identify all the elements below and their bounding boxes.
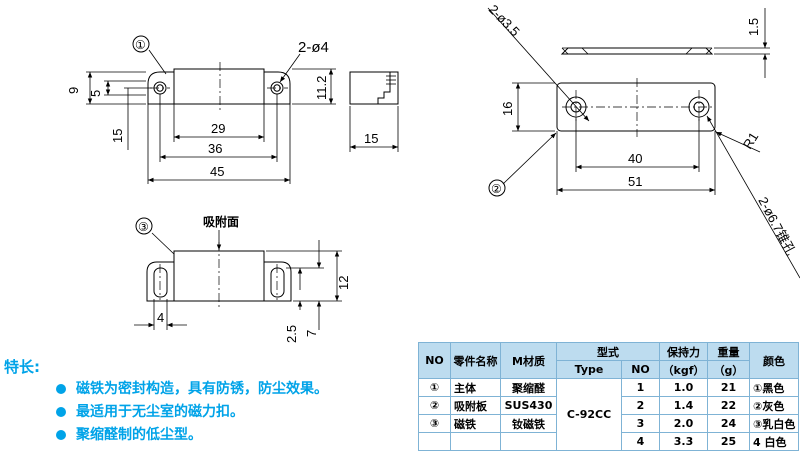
header-kgf: （kgf）: [659, 360, 708, 379]
header-holding-force: 保持力: [659, 342, 708, 361]
features-list: 磁铁为密封构造，具有防锈，防尘效果。 最适用于无尘室的磁力扣。 聚缩醛制的低尘型…: [56, 378, 328, 447]
cell-weight: 22: [707, 396, 750, 415]
label-2-holes-3-5: 2-ø3.5: [486, 2, 523, 39]
table-row: 4 3.3 25 4 白色: [418, 432, 799, 451]
dim-4: 4: [157, 310, 164, 325]
plate-labels: 2-ø3.5 1.5 16 40 51 R1 2-ø6.7锥孔 ②: [486, 2, 799, 258]
label-adhesion-face: 吸附面: [203, 214, 239, 229]
cell-color: ②灰色: [749, 396, 799, 415]
cell-no2: 1: [621, 378, 660, 397]
cell-no2: 4: [621, 432, 660, 451]
bullet-icon: [56, 430, 66, 440]
marker-circle-1: [132, 35, 150, 53]
feature-item: 聚缩醛制的低尘型。: [56, 424, 328, 447]
cell-no2: 3: [621, 414, 660, 433]
cell-type: C-92CC: [556, 378, 622, 451]
main-body-side-view: [349, 71, 399, 105]
bullet-icon: [56, 384, 66, 394]
feature-text: 最适用于无尘室的磁力扣。: [76, 404, 244, 420]
header-material: M材质: [500, 342, 557, 379]
feature-item: 最适用于无尘室的磁力扣。: [56, 401, 328, 424]
header-weight: 重量: [707, 342, 750, 361]
dim-16: 16: [500, 102, 515, 116]
header-model: 型式: [556, 342, 660, 361]
cell-weight: 25: [707, 432, 750, 451]
features-title: 特长:: [4, 358, 40, 376]
dim-11-2: 11.2: [314, 76, 329, 100]
marker-1: ①: [135, 38, 146, 52]
feature-item: 磁铁为密封构造，具有防锈，防尘效果。: [56, 378, 328, 401]
cell-material: SUS430: [500, 396, 557, 415]
cell-no: ③: [418, 414, 451, 433]
cell-no: ①: [418, 378, 451, 397]
label-countersink-holes: 2-ø6.7锥孔: [755, 194, 798, 257]
feature-text: 磁铁为密封构造，具有防锈，防尘效果。: [76, 381, 328, 397]
cell-part: 吸附板: [450, 396, 501, 415]
feature-text: 聚缩醛制的低尘型。: [76, 427, 202, 443]
dim-45: 45: [210, 164, 224, 179]
dim-5: 5: [88, 90, 103, 97]
header-no: NO: [418, 342, 451, 379]
plate-views: [487, 7, 800, 279]
dim-2-5: 2.5: [284, 325, 299, 343]
marker-2: ②: [491, 182, 502, 196]
cell-weight: 24: [707, 414, 750, 433]
cell-part: 主体: [450, 378, 501, 397]
dim-40: 40: [628, 151, 642, 166]
table-row: ③ 磁铁 钕磁铁 3 2.0 24 ③乳白色: [418, 414, 799, 433]
cell-color: 4 白色: [749, 432, 799, 451]
magnet-labels: 吸附面 4 12 2.5 7 ③: [135, 214, 351, 343]
view1-labels: 9 5 15 29 36 45 11.2 15 2-ø4 ①: [66, 35, 378, 179]
cell-no2: 2: [621, 396, 660, 415]
marker-circle-3: [135, 217, 153, 235]
bullet-icon: [56, 407, 66, 417]
header-part-name: 零件名称: [450, 342, 501, 379]
dim-15-side: 15: [364, 131, 378, 146]
cell-material: 钕磁铁: [500, 414, 557, 433]
cell-part: [450, 432, 501, 451]
cell-no: ②: [418, 396, 451, 415]
header-color: 颜色: [749, 342, 799, 379]
cell-color: ③乳白色: [749, 414, 799, 433]
dim-15-left: 15: [110, 129, 125, 143]
dim-51: 51: [628, 174, 642, 189]
header-no2: NO: [621, 360, 660, 379]
marker-circle-2: [488, 179, 506, 197]
cell-force: 1.0: [659, 378, 708, 397]
cell-weight: 21: [707, 378, 750, 397]
cell-force: 1.4: [659, 396, 708, 415]
cell-color: ①黑色: [749, 378, 799, 397]
view1-dimensions: [86, 49, 399, 184]
dim-29: 29: [211, 121, 225, 136]
dim-1-5: 1.5: [746, 18, 761, 36]
cell-material: [500, 432, 557, 451]
header-g: （g）: [707, 360, 750, 379]
magnet-view: [134, 230, 342, 330]
cell-material: 聚缩醛: [500, 378, 557, 397]
spec-table: NO 零件名称 M材质 型式 保持力 重量 颜色 Type NO （kgf） （…: [418, 342, 799, 451]
cell-part: 磁铁: [450, 414, 501, 433]
cell-no: [418, 432, 451, 451]
header-type: Type: [556, 360, 622, 379]
label-r1: R1: [740, 130, 762, 152]
dim-36: 36: [208, 141, 222, 156]
marker-3: ③: [138, 220, 149, 234]
dim-7: 7: [304, 330, 319, 337]
label-2-holes-4: 2-ø4: [298, 39, 329, 56]
table-row: ① 主体 聚缩醛 C-92CC 1 1.0 21 ①黑色: [418, 378, 799, 451]
main-body-front-view: [147, 62, 291, 112]
cell-force: 3.3: [659, 432, 708, 451]
dim-12: 12: [336, 276, 351, 290]
table-header-row: NO 零件名称 M材质 型式 保持力 重量 颜色: [418, 342, 799, 379]
cell-force: 2.0: [659, 414, 708, 433]
dim-9: 9: [66, 87, 81, 94]
